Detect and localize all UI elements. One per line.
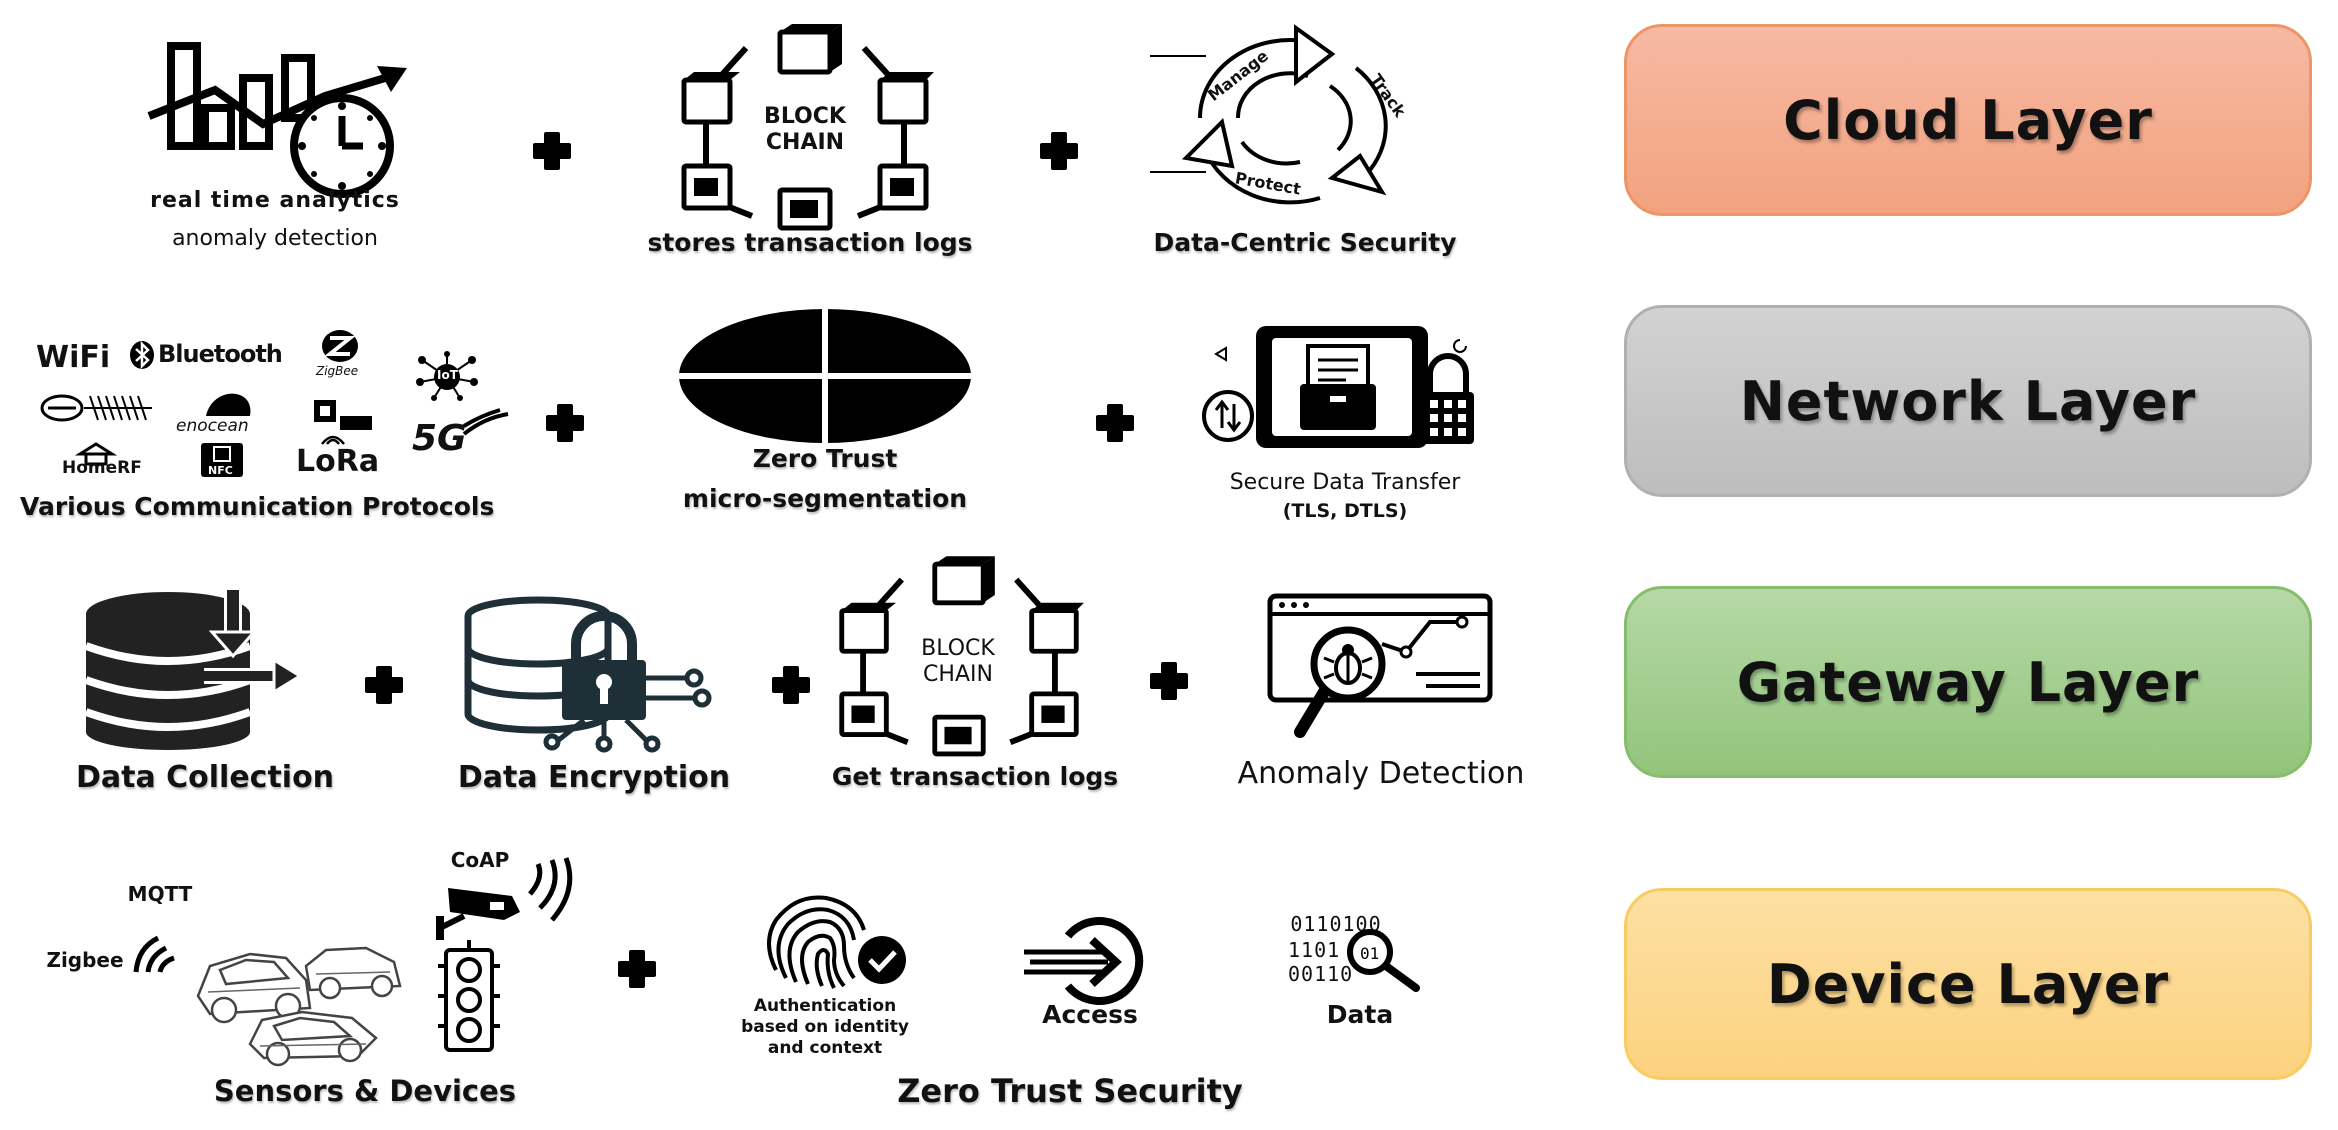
zigbee-label: Zigbee <box>46 948 124 972</box>
segmentation-disc-icon <box>676 306 974 446</box>
plus-connector <box>772 666 810 704</box>
device-layer-box: Device Layer <box>1624 888 2312 1080</box>
gateway-layer-label: Gateway Layer <box>1736 650 2200 714</box>
plus-connector <box>1150 662 1188 700</box>
antenna-logo-icon <box>40 388 156 428</box>
auth-caption-line1: Authentication <box>753 996 897 1016</box>
auth-caption-line2: based on identity <box>741 1017 909 1037</box>
analytics-caption-line2: anomaly detection <box>172 226 378 251</box>
nfc-logo: NFC <box>208 464 233 477</box>
anomaly-detection-icon <box>1266 592 1494 742</box>
analytics-caption-line1: real time analytics <box>150 188 400 213</box>
blockchain-icon-text-2: CHAIN <box>765 130 845 155</box>
analytics-icon <box>145 38 415 198</box>
network-layer-label: Network Layer <box>1739 369 2197 433</box>
iot-icon <box>414 351 480 402</box>
plus-connector <box>533 132 571 170</box>
lora-logo: LoRa <box>296 444 380 479</box>
device-layer-label: Device Layer <box>1766 952 2170 1016</box>
plus-connector <box>1040 132 1078 170</box>
homerf-icon <box>74 442 118 466</box>
zero-trust-security-caption: Zero Trust Security <box>897 1072 1243 1110</box>
zero-trust-caption: Zero Trust <box>752 444 898 473</box>
blockchain-caption: stores transaction logs <box>647 228 973 257</box>
security-camera-icon <box>430 857 578 940</box>
plus-connector <box>1096 404 1134 442</box>
blockchain-icon-text-2: CHAIN <box>923 662 993 687</box>
traffic-light-icon <box>436 940 502 1058</box>
blockchain-icon <box>676 24 934 231</box>
nfc-badge-icon <box>200 442 244 478</box>
bluetooth-icon <box>128 340 156 370</box>
lora-signal-icon <box>318 430 348 446</box>
data-bits-2: 1101 <box>1288 938 1341 962</box>
protocols-caption: Various Communication Protocols <box>20 492 495 521</box>
transfer-caption-line1: Secure Data Transfer <box>1229 470 1461 495</box>
zigbee-logo: ZigBee <box>316 364 359 378</box>
cars-icon <box>190 926 430 1067</box>
database-encryption-icon <box>464 596 720 753</box>
fiveg-logo: 5G <box>412 418 467 459</box>
network-layer-box: Network Layer <box>1624 305 2312 497</box>
sensors-devices-caption: Sensors & Devices <box>213 1074 517 1108</box>
auth-caption-line3: and context <box>767 1038 883 1058</box>
secure-transfer-icon <box>1196 322 1496 452</box>
iot-logo: IoT <box>437 368 458 382</box>
access-caption: Access <box>1042 1000 1138 1029</box>
security-caption: Data-Centric Security <box>1153 228 1457 257</box>
data-collection-caption: Data Collection <box>75 760 335 795</box>
coap-label: CoAP <box>450 848 510 872</box>
database-collection-icon <box>84 590 304 752</box>
fiveg-waves-icon <box>460 408 512 438</box>
cloud-layer-label: Cloud Layer <box>1783 88 2153 152</box>
homerf-logo: HomeRF <box>62 458 142 478</box>
transfer-caption-line2: (TLS, DTLS) <box>1282 500 1408 522</box>
network-chip-icon <box>312 398 374 432</box>
wifi-logo: WiFi <box>36 340 111 375</box>
blockchain-icon-text-1: BLOCK <box>921 636 995 661</box>
zigbee-icon <box>320 328 360 364</box>
enocean-icon <box>200 390 256 420</box>
get-transaction-logs-caption: Get transaction logs <box>831 762 1119 791</box>
data-encryption-caption: Data Encryption <box>457 760 731 795</box>
data-bits-3: 00110 <box>1288 962 1354 986</box>
access-arrow-icon <box>1020 917 1154 1005</box>
blockchain-icon-text-1: BLOCK <box>764 104 846 129</box>
magnifier-icon: 01 <box>1336 924 1426 994</box>
micro-segmentation-caption: micro-segmentation <box>682 484 968 513</box>
plus-connector <box>365 666 403 704</box>
plus-connector <box>618 950 656 988</box>
blockchain-icon <box>834 556 1084 758</box>
bluetooth-logo: Bluetooth <box>158 340 283 368</box>
svg-text:01: 01 <box>1360 944 1379 963</box>
signal-waves-icon <box>128 918 184 974</box>
enocean-logo: enocean <box>176 416 249 436</box>
plus-connector <box>546 404 584 442</box>
gateway-layer-box: Gateway Layer <box>1624 586 2312 778</box>
cycle-arrows-icon <box>1150 20 1430 220</box>
fingerprint-check-icon <box>756 890 908 994</box>
data-caption: Data <box>1326 1000 1394 1029</box>
cloud-layer-box: Cloud Layer <box>1624 24 2312 216</box>
anomaly-detection-caption: Anomaly Detection <box>1237 756 1525 791</box>
mqtt-label: MQTT <box>127 882 193 906</box>
